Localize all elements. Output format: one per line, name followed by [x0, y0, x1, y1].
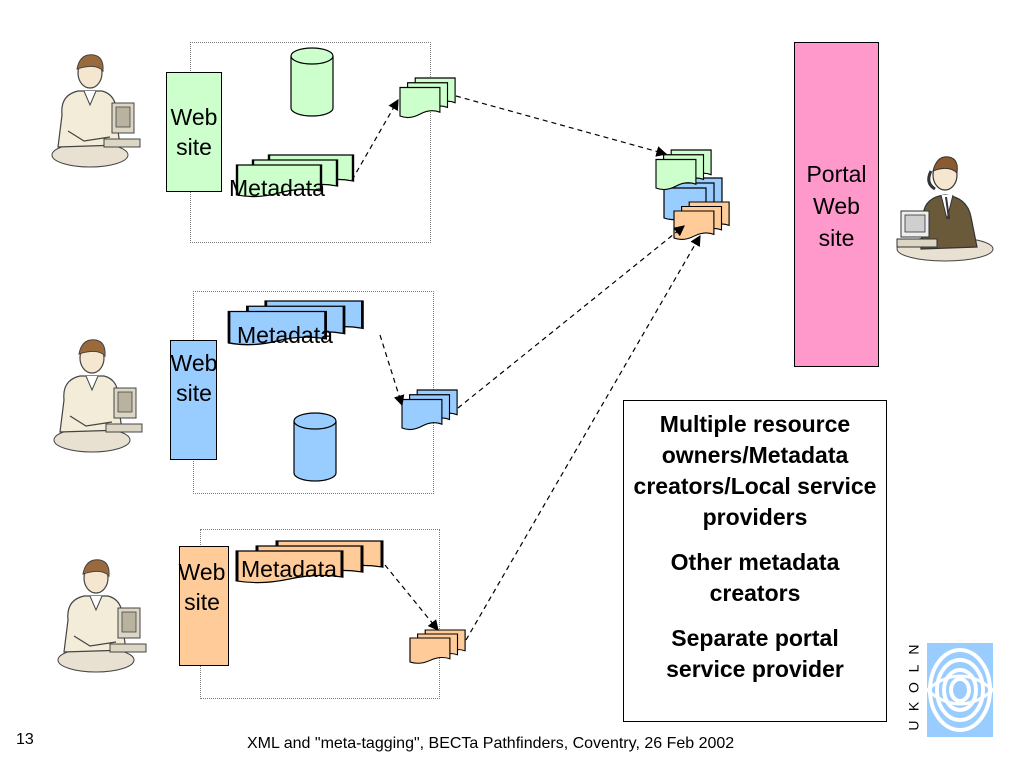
logo-letter: K — [905, 701, 922, 712]
description-para-2: Other metadata creators — [670, 549, 840, 606]
document-stack-icon — [673, 201, 730, 241]
description-para-3: Separate portal service provider — [666, 625, 844, 682]
database-cylinder-icon — [293, 412, 337, 482]
arrow — [457, 225, 685, 409]
web-site-label-3: Web site — [178, 559, 226, 615]
document-stack-icon — [409, 629, 466, 664]
logo-letter: U — [905, 720, 922, 731]
document-stack-icon — [399, 77, 456, 119]
footer-caption: XML and "meta-tagging", BECTa Pathfinder… — [247, 735, 735, 752]
web-site-box-3 — [179, 546, 229, 666]
document-stack-icon — [401, 389, 458, 431]
description-para-1: Multiple resource owners/Metadata creato… — [633, 411, 877, 530]
arrow — [384, 564, 439, 631]
web-site-box-1 — [166, 72, 222, 192]
person-at-computer-icon — [51, 54, 141, 168]
metadata-label-2: Metadata — [237, 322, 333, 348]
slide-number: 13 — [16, 731, 34, 748]
metadata-label-1: Metadata — [229, 175, 325, 201]
logo-letter: N — [905, 644, 922, 655]
portal-web-site-label: Portal Web site — [806, 161, 867, 251]
person-on-phone-icon — [896, 156, 994, 262]
description-textbox: Multiple resource owners/Metadata creato… — [623, 400, 887, 722]
ukoln-logo-letters: N L O K U — [905, 640, 922, 735]
web-site-box-2 — [170, 340, 217, 460]
arrow — [351, 98, 399, 181]
person-at-computer-icon — [53, 339, 143, 453]
ukoln-eye-logo — [924, 643, 996, 737]
web-site-label-1: Web site — [170, 104, 218, 160]
logo-letter: O — [905, 682, 922, 693]
arrow — [465, 234, 701, 641]
web-site-label-2: Web site — [170, 350, 218, 406]
person-at-computer-icon — [57, 559, 147, 673]
arrow — [455, 95, 668, 157]
arrow — [379, 334, 405, 407]
metadata-label-3: Metadata — [241, 556, 337, 582]
logo-letter: L — [905, 664, 922, 673]
portal-web-site-box — [794, 42, 879, 367]
database-cylinder-icon — [290, 47, 334, 117]
